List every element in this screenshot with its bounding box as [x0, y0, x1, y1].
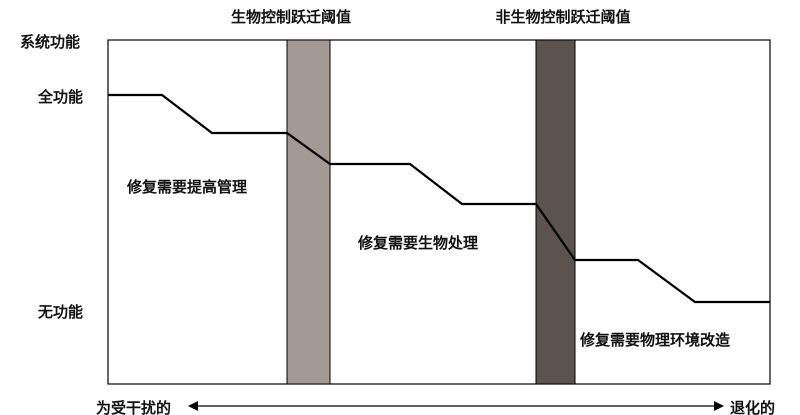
- y-axis-title: 系统功能: [20, 33, 80, 51]
- nonbiological-threshold-label: 非生物控制跃迁阈值: [495, 8, 630, 26]
- system-function-line: [108, 93, 770, 304]
- physical-region-label: 修复需要物理环境改造: [579, 331, 730, 349]
- biological-threshold-label: 生物控制跃迁阈值: [231, 8, 351, 26]
- x-axis-arrow-right-head: [714, 401, 724, 411]
- x-axis-arrow-left-head: [188, 401, 198, 411]
- biological-threshold-bar: [286, 39, 331, 385]
- biological-region-label: 修复需要生物处理: [357, 234, 478, 252]
- x-axis-right-label: 退化的: [730, 399, 775, 415]
- x-axis-left-label: 为受干扰的: [96, 399, 171, 415]
- plot-frame: [107, 39, 771, 385]
- no-function-label: 无功能: [37, 303, 83, 321]
- management-region-label: 修复需要提高管理: [126, 178, 247, 196]
- full-function-label: 全功能: [37, 88, 83, 106]
